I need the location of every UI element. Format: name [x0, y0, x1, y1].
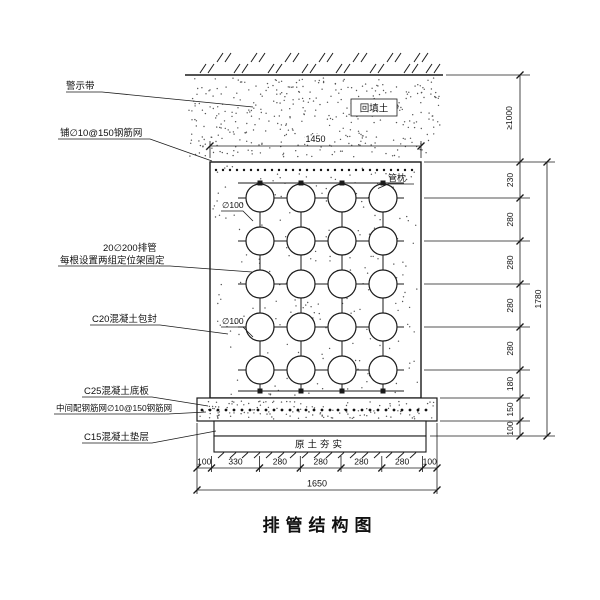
pipes-label-line2: 每根设置两组定位架固定: [60, 255, 165, 267]
pipes-leader: [58, 265, 253, 273]
top-rebar-mesh-dots: [214, 168, 414, 172]
compacted-soil-label: 原土夯实: [295, 439, 345, 451]
base-slab-label: C25混凝土底板: [84, 385, 149, 397]
slab-mesh-label: 中间配钢筋网∅10@150钢筋网: [56, 403, 172, 413]
dim-label: 280: [505, 298, 515, 312]
base-slab-leader: [82, 396, 209, 407]
pipe-supports: [257, 180, 386, 394]
encasement-label: C20混凝土包封: [92, 313, 157, 325]
cushion-layer: [213, 420, 427, 437]
dim-label: 330: [228, 457, 242, 467]
compacted-soil-hatch: [217, 452, 417, 459]
warning-tape-leader: [66, 91, 254, 108]
pipe-dia-label-2: ∅100: [222, 316, 244, 326]
pipe-support-label: 管枕: [388, 172, 406, 183]
dim-label: 100: [197, 457, 211, 467]
dim-label: 280: [395, 457, 409, 467]
slab-rebar-mesh-dots: [200, 408, 428, 412]
encasement-leader: [90, 324, 229, 335]
dim-label: 280: [505, 212, 515, 226]
pipes-label-line1: 20∅200排管: [103, 242, 157, 254]
backfill-label-frame: [350, 98, 398, 117]
slab-mesh-leader: [54, 411, 207, 415]
dim-label: ≥1000: [504, 106, 514, 130]
dim-label: 1780: [533, 289, 543, 308]
warning-tape-label: 警示带: [66, 80, 95, 92]
dim-label: 280: [273, 457, 287, 467]
drawing-title: 排管结构图: [263, 515, 378, 535]
pipe-circles: [245, 183, 398, 385]
pipe-dia-leader-1: [221, 210, 254, 222]
dim-label: 1650: [307, 479, 327, 489]
backfill-stipple: [188, 77, 441, 158]
backfill-label-box: 回填土: [350, 98, 398, 117]
dim-label: 280: [314, 457, 328, 467]
dim-label: 280: [354, 457, 368, 467]
dim-label: 1450: [305, 134, 325, 144]
top-mesh-label: 铺∅10@150钢筋网: [60, 127, 142, 139]
dim-label: 180: [505, 377, 515, 391]
ground-hatch-marks: [199, 52, 441, 74]
dim-label: 150: [505, 402, 515, 416]
slab-stipple: [199, 400, 435, 420]
dim-label: 100: [505, 421, 515, 435]
dim-label: 100: [423, 457, 437, 467]
pipe-dia-leader-2: [221, 326, 254, 338]
dimension-annotations: 1450 100 330 280 280 280 280 100 1650 ≥1000 230 280…: [193, 71, 555, 494]
pipe-support-leader: [377, 183, 414, 189]
pipe-dia-label-1: ∅100: [222, 200, 244, 210]
backfill-label: 回填土: [360, 103, 389, 115]
dim-label: 280: [505, 341, 515, 355]
dim-label: 230: [505, 173, 515, 187]
dim-label: 280: [505, 255, 515, 269]
compacted-soil-box: [213, 435, 427, 453]
cushion-leader: [82, 430, 217, 444]
top-mesh-leader: [58, 138, 213, 162]
cushion-label: C15混凝土垫层: [84, 431, 149, 443]
